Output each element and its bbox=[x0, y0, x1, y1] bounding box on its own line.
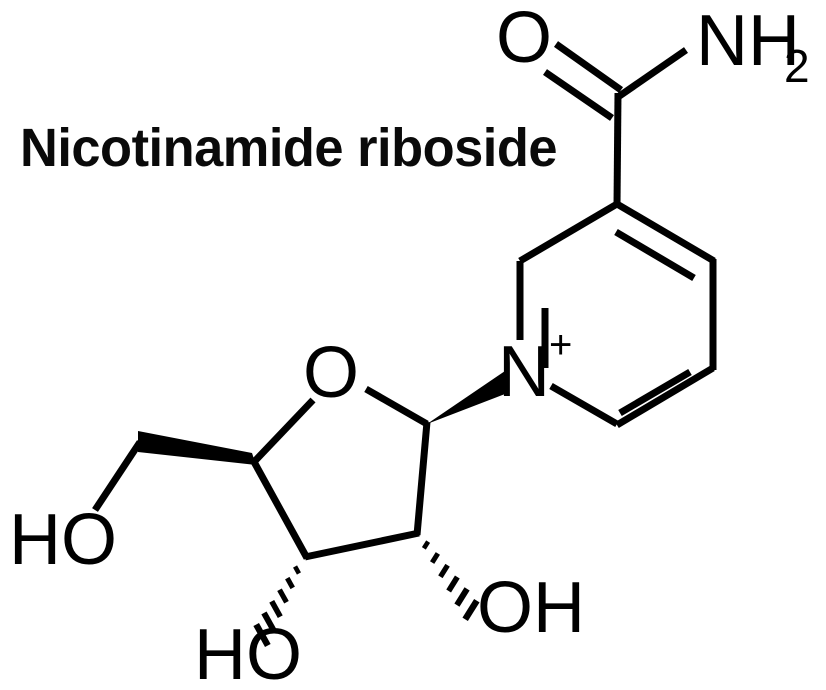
amide-nitrogen-label: NH bbox=[696, 1, 800, 81]
molecule-title: Nicotinamide riboside bbox=[20, 118, 558, 178]
amide-nitrogen-subscript: 2 bbox=[784, 40, 810, 92]
glycosidic-wedge-bond bbox=[427, 371, 505, 424]
primary-hydroxyl-label: HO bbox=[9, 500, 117, 580]
carbonyl-double-bond bbox=[543, 41, 624, 121]
c2-hydroxyl-hashed-bond bbox=[421, 540, 480, 622]
ribose-ring bbox=[249, 385, 431, 561]
c5-hydroxyl-bond bbox=[92, 440, 143, 512]
hydroxymethyl-wedge-bond bbox=[138, 431, 256, 465]
ribose-oxygen-label: O bbox=[303, 333, 359, 413]
carbonyl-oxygen-label: O bbox=[496, 0, 552, 78]
pyridinium-nitrogen-label: N bbox=[498, 332, 550, 412]
pyridinium-charge-label: + bbox=[549, 323, 572, 367]
carbonyl-amine-bond bbox=[616, 47, 688, 100]
pyridinium-ring bbox=[516, 200, 717, 429]
c2-hydroxyl-label: OH bbox=[477, 568, 585, 648]
carbonyl-ring-bond bbox=[613, 92, 622, 207]
c3-hydroxyl-label: HO bbox=[194, 615, 302, 690]
c3-hydroxyl-hashed-bond bbox=[253, 565, 301, 648]
